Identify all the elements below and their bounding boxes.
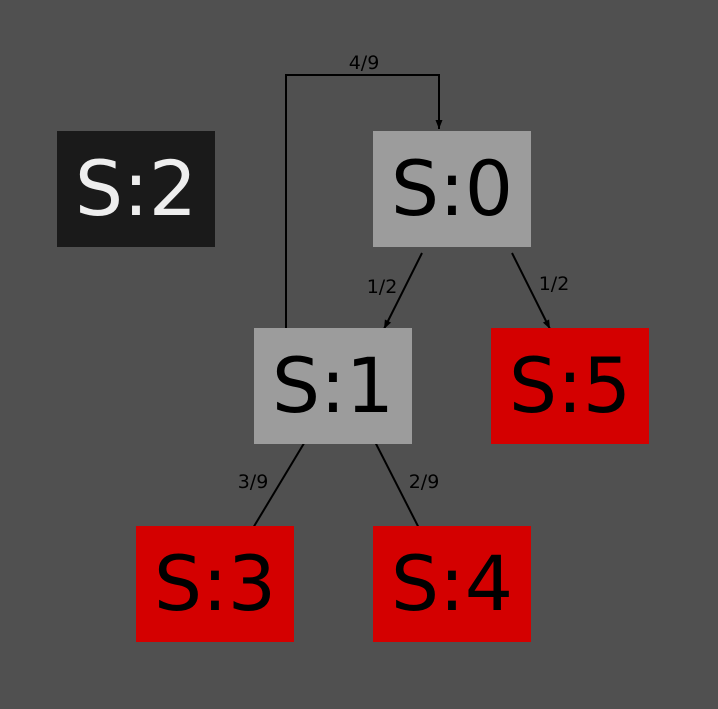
edge-label-s1-to-s4: 2/9 <box>409 471 440 493</box>
edge-s1-to-s3 <box>246 429 313 539</box>
state-s1-label: S:1 <box>271 341 395 430</box>
edge-s0-to-s5 <box>511 252 551 330</box>
state-s4: S:4 <box>373 526 531 642</box>
edge-label-s1-to-s3: 3/9 <box>238 471 269 493</box>
state-s0: S:0 <box>373 131 531 247</box>
state-s2-label: S:2 <box>74 144 198 233</box>
state-s5-label: S:5 <box>508 341 632 430</box>
edge-s0-to-s1 <box>383 252 423 330</box>
state-s0-label: S:0 <box>390 144 514 233</box>
edge-s1-to-s4 <box>369 431 425 539</box>
edge-s1-to-s0 <box>285 74 443 328</box>
state-s2: S:2 <box>57 131 215 247</box>
edge-label-s0-to-s5: 1/2 <box>539 273 570 295</box>
state-s4-label: S:4 <box>390 539 514 628</box>
state-s3: S:3 <box>136 526 294 642</box>
state-s5: S:5 <box>491 328 649 444</box>
edge-label-s1-to-s0: 4/9 <box>349 52 380 74</box>
state-s3-label: S:3 <box>153 539 277 628</box>
state-s1: S:1 <box>254 328 412 444</box>
edge-label-s0-to-s1: 1/2 <box>367 276 398 298</box>
